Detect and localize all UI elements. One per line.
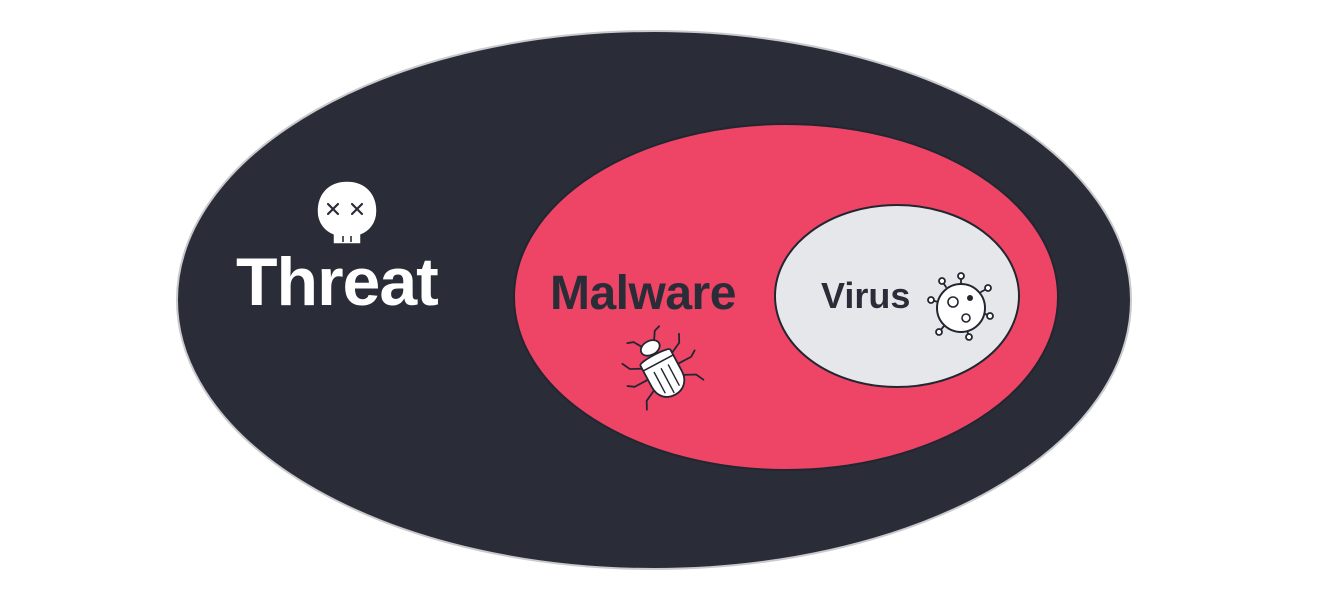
virus-icon <box>927 272 994 341</box>
virus-label: Virus <box>821 275 911 316</box>
malware-label: Malware <box>550 267 736 320</box>
bug-icon <box>621 325 705 411</box>
threat-label: Threat <box>236 244 439 320</box>
virus-ellipse <box>774 204 1020 388</box>
skull-icon <box>316 180 378 245</box>
